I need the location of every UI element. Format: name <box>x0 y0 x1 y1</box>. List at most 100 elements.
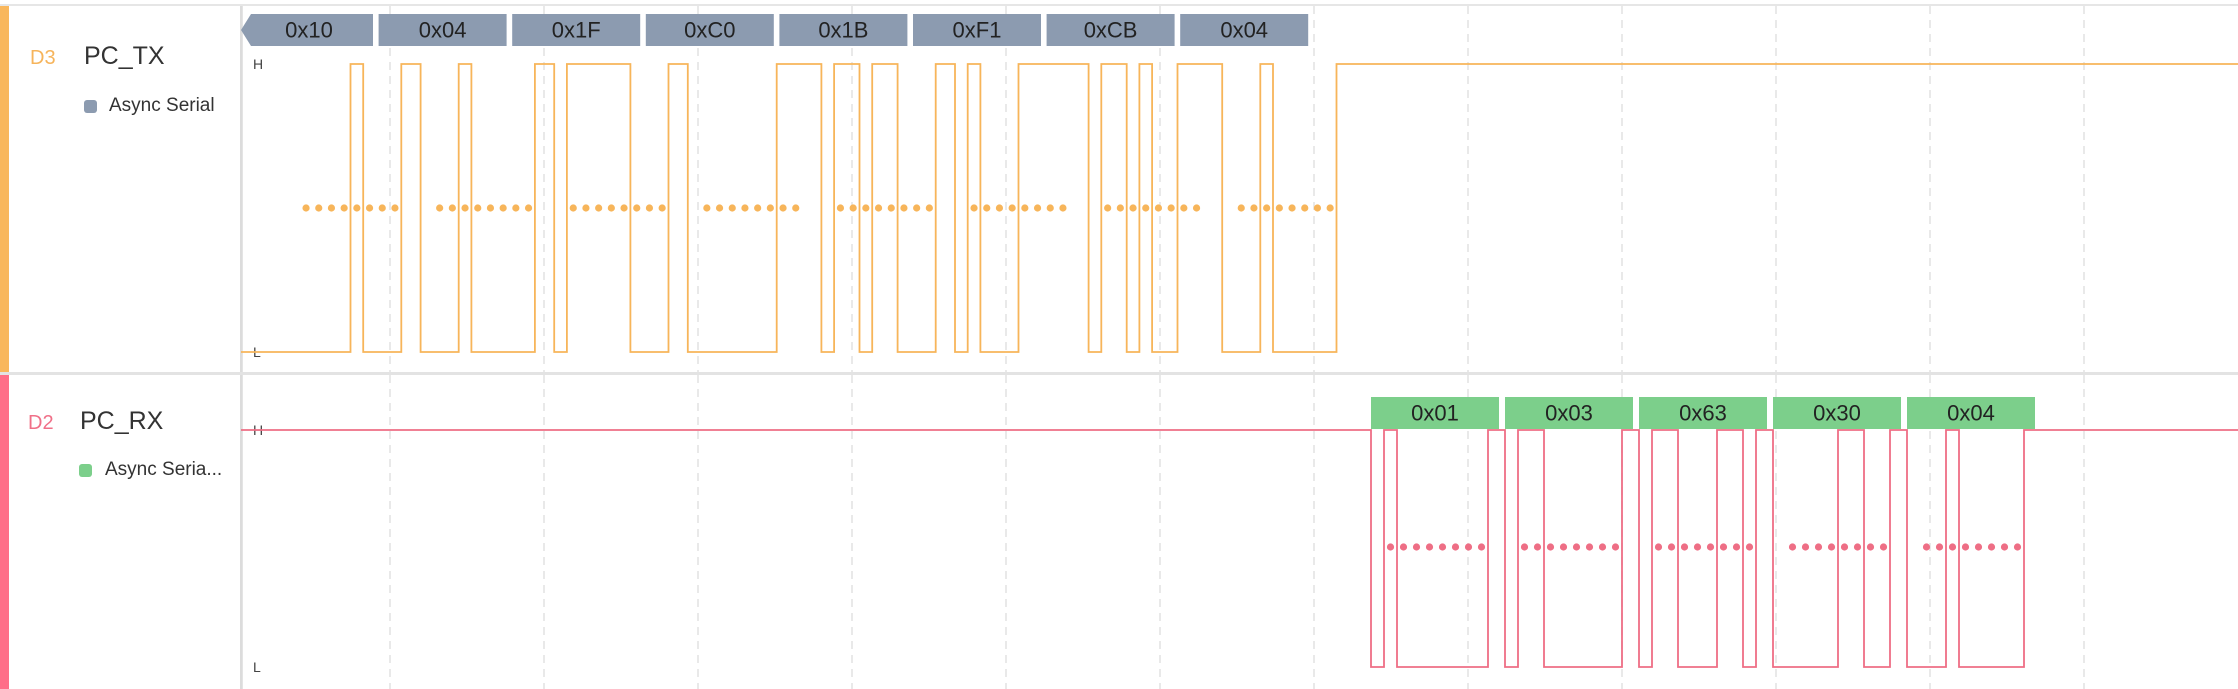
sample-dot <box>1326 204 1334 212</box>
sample-dot <box>1477 543 1486 551</box>
sample-dot <box>2013 543 2022 551</box>
sample-dot <box>645 204 654 212</box>
sample-dot <box>1948 543 1957 551</box>
level-high-label: H <box>253 56 263 72</box>
sample-dot <box>983 204 991 212</box>
sample-dot <box>620 204 628 212</box>
sample-dot <box>849 204 857 212</box>
sample-dot <box>1275 204 1283 212</box>
sample-dot <box>448 204 456 212</box>
channel-color-bar <box>0 375 9 689</box>
sample-dot <box>1732 543 1741 551</box>
decoded-frame: 0x63 <box>1639 397 1767 429</box>
sample-dot <box>2000 543 2009 551</box>
sample-dot <box>925 204 933 212</box>
decoded-frame: 0xCB <box>1046 14 1175 46</box>
sample-dot <box>1399 543 1408 551</box>
sample-dot <box>1425 543 1434 551</box>
sample-dot <box>913 204 921 212</box>
sample-dot <box>1412 543 1421 551</box>
sample-dot <box>595 204 603 212</box>
decoded-frame: 0x04 <box>378 14 507 46</box>
sample-dot <box>1814 543 1823 551</box>
sample-dot <box>1611 543 1620 551</box>
sample-dot <box>1935 543 1944 551</box>
sample-dot <box>1008 204 1016 212</box>
sample-dot <box>1585 543 1594 551</box>
sample-dot <box>1033 204 1042 212</box>
sample-dot <box>1046 204 1054 212</box>
sample-dot <box>461 204 469 212</box>
sample-dot <box>1866 543 1875 551</box>
sample-dot <box>1801 543 1810 551</box>
sample-dot <box>1288 204 1296 212</box>
sample-dot <box>391 204 399 212</box>
channel-name[interactable]: PC_RX <box>80 407 164 435</box>
sample-dot <box>1745 543 1754 551</box>
sample-dot <box>715 204 724 212</box>
sample-dot <box>862 204 870 212</box>
sample-dot <box>887 204 895 212</box>
sample-dot <box>1059 204 1067 212</box>
sample-dot <box>378 204 386 212</box>
sample-dot <box>779 204 787 212</box>
channel-name[interactable]: PC_TX <box>84 42 165 70</box>
sample-dot <box>1451 543 1460 551</box>
frame-value: 0x03 <box>1545 401 1593 426</box>
decoded-frame: 0x10 <box>241 14 373 46</box>
sample-dot <box>353 204 361 212</box>
sample-dot <box>1142 204 1150 212</box>
sample-dot <box>1533 543 1542 551</box>
sample-dot <box>1693 543 1702 551</box>
channel-label-panel[interactable]: D2 PC_RX Async Seria... <box>9 375 243 689</box>
sample-dot <box>1598 543 1607 551</box>
channel-number: D3 <box>30 47 56 69</box>
sample-dot <box>1520 543 1529 551</box>
sample-dot <box>1154 204 1163 212</box>
sample-dot <box>658 204 666 212</box>
sample-dot <box>970 204 978 212</box>
sample-dot <box>633 204 641 212</box>
channel-number: D2 <box>28 412 54 434</box>
sample-dot <box>512 204 520 212</box>
frame-value: 0xF1 <box>953 18 1002 43</box>
sample-dot <box>1974 543 1983 551</box>
frame-box <box>512 14 641 46</box>
frame-value: 0x1F <box>552 18 601 43</box>
frame-box <box>1639 397 1767 429</box>
frame-value: 0x04 <box>1947 401 1995 426</box>
sample-dot <box>1961 543 1970 551</box>
frame-value: 0x30 <box>1813 401 1861 426</box>
decoded-frame: 0x1B <box>779 14 908 46</box>
sample-dot <box>703 204 711 212</box>
frame-value: 0xC0 <box>684 18 735 43</box>
sample-dot <box>1192 204 1201 212</box>
sample-dot <box>792 204 800 212</box>
sample-dot <box>1438 543 1447 551</box>
channel-color-bar <box>0 6 9 372</box>
signal-trace <box>241 63 2238 353</box>
sample-dot <box>754 204 762 212</box>
sample-dot <box>302 204 310 212</box>
signal-trace <box>241 429 2238 668</box>
sample-dot <box>1386 543 1395 551</box>
decoded-frame: 0x30 <box>1773 397 1901 429</box>
frame-box <box>1773 397 1901 429</box>
sample-dot <box>1250 204 1258 212</box>
frame-box <box>1907 397 2035 429</box>
sample-dot <box>474 204 482 212</box>
sample-dot <box>1680 543 1689 551</box>
sample-dot <box>1263 204 1271 212</box>
decoded-frame: 0xC0 <box>645 14 774 46</box>
sample-dot <box>1116 204 1124 212</box>
frame-box <box>779 14 908 46</box>
sample-dot <box>1559 543 1568 551</box>
frame-value: 0xCB <box>1084 18 1138 43</box>
sample-dot <box>1464 543 1473 551</box>
sample-dot <box>327 204 336 212</box>
sample-dot <box>995 204 1004 212</box>
